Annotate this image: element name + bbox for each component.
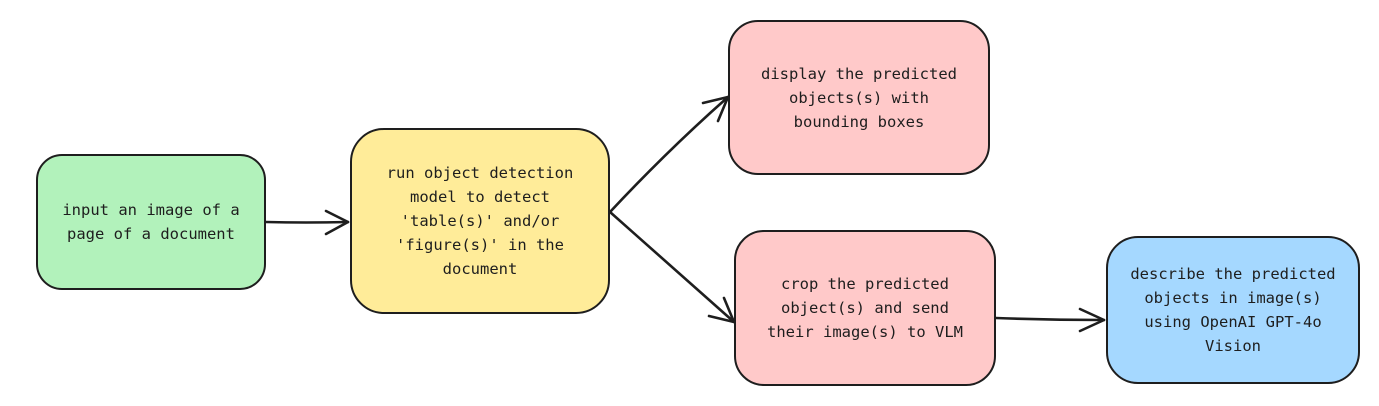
arrow-input-to-detect <box>264 220 350 224</box>
arrow-detect-to-display <box>608 95 730 214</box>
node-display-predictions: display the predicted objects(s) with bo… <box>728 20 990 175</box>
arrowhead-input-to-detect <box>324 209 350 236</box>
node-run-object-detection-label: run object detection model to detect 'ta… <box>386 164 574 278</box>
node-crop-and-send-label: crop the predicted object(s) and send th… <box>767 275 963 341</box>
node-input-image-label: input an image of a page of a document <box>62 201 240 243</box>
node-crop-and-send: crop the predicted object(s) and send th… <box>734 230 996 386</box>
node-describe-objects-label: describe the predicted objects in image(… <box>1130 265 1336 355</box>
arrow-detect-to-crop <box>608 210 736 324</box>
node-input-image: input an image of a page of a document <box>36 154 266 290</box>
node-run-object-detection: run object detection model to detect 'ta… <box>350 128 610 314</box>
arrowhead-crop-to-describe <box>1078 307 1106 333</box>
node-display-predictions-label: display the predicted objects(s) with bo… <box>761 64 957 131</box>
node-describe-objects: describe the predicted objects in image(… <box>1106 236 1360 384</box>
arrow-crop-to-describe <box>994 316 1106 322</box>
